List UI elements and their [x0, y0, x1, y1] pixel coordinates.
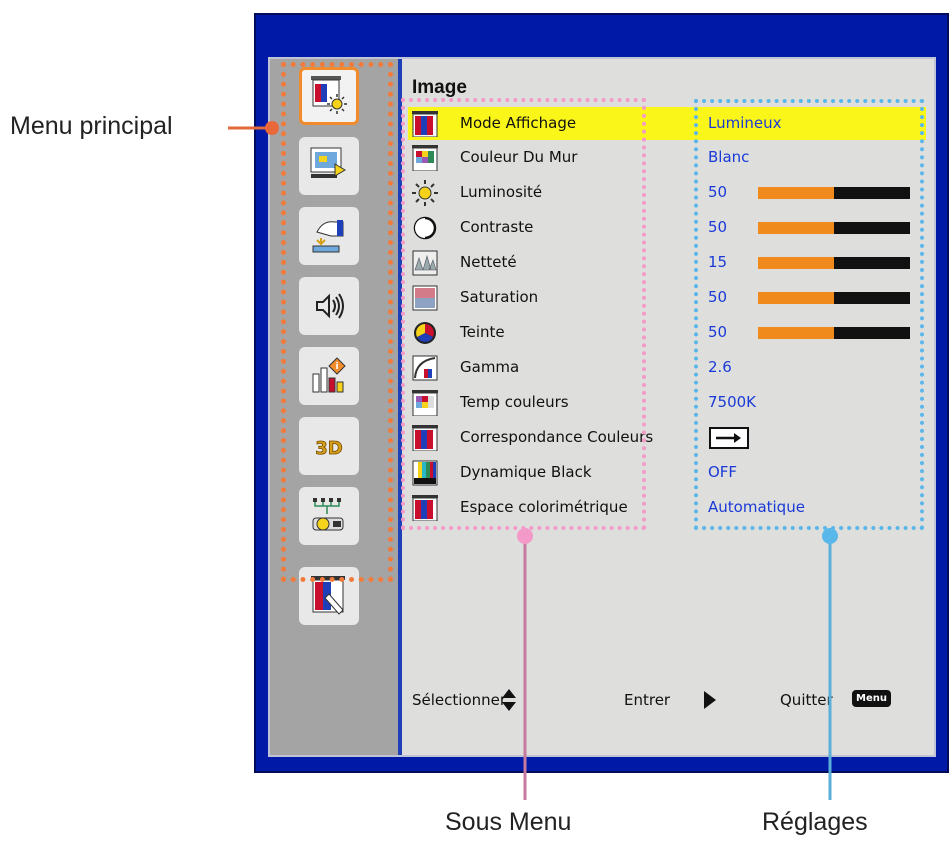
osd-footer: Sélectionner Entrer Quitter Menu	[412, 689, 934, 715]
slider-fill	[758, 222, 834, 234]
callout-main-menu: Menu principal	[10, 112, 173, 140]
updown-arrow-icon	[502, 689, 516, 711]
footer-select-label: Sélectionner	[412, 691, 507, 709]
row-value: 50	[708, 323, 728, 341]
sidebar-divider	[398, 59, 402, 755]
row-label: Contraste	[460, 218, 534, 236]
row-value: Automatique	[708, 498, 805, 516]
slider-fill	[758, 327, 834, 339]
menu-row-nettete[interactable]: Netteté 15	[408, 246, 926, 279]
main-menu-tab-options[interactable]: i	[299, 347, 359, 405]
menu-row-gamma[interactable]: Gamma 2.6	[408, 351, 926, 384]
setup-icon	[312, 220, 344, 253]
menu-row-couleur-du-mur[interactable]: Couleur Du Mur Blanc	[408, 141, 926, 174]
callout-settings: Réglages	[762, 808, 868, 836]
row-value: 50	[708, 183, 728, 201]
nettete-slider[interactable]	[758, 257, 910, 269]
footer-quit-label: Quitter	[780, 691, 833, 709]
luminosite-slider[interactable]	[758, 187, 910, 199]
row-label: Luminosité	[460, 183, 543, 201]
3d-icon: 3D	[315, 438, 343, 460]
volume-icon	[316, 293, 344, 319]
slider-fill	[758, 292, 834, 304]
contrast-icon	[413, 216, 437, 240]
main-menu-tab-3d[interactable]: 3D	[299, 417, 359, 475]
row-label: Dynamique Black	[460, 463, 592, 481]
row-label: Espace colorimétrique	[460, 498, 628, 516]
main-menu-sidebar: i 3D	[270, 59, 398, 755]
osd-panel: i 3D	[268, 57, 936, 757]
menu-row-dynamique-black[interactable]: Dynamique Black OFF	[408, 456, 926, 489]
row-label: Correspondance Couleurs	[460, 428, 654, 446]
display-icon	[310, 147, 346, 178]
row-value: 7500K	[708, 393, 757, 411]
row-value: OFF	[708, 463, 738, 481]
menu-row-luminosite[interactable]: Luminosité 50	[408, 176, 926, 209]
tint-icon	[414, 322, 436, 344]
main-menu-tab-image[interactable]	[299, 67, 359, 125]
callout-sub-menu: Sous Menu	[445, 808, 572, 836]
row-label: Netteté	[460, 253, 517, 271]
menu-row-temp-couleurs[interactable]: Temp couleurs 7500K	[408, 386, 926, 419]
teinte-slider[interactable]	[758, 327, 910, 339]
slider-fill	[758, 187, 834, 199]
row-value: 50	[708, 288, 728, 306]
network-icon	[312, 498, 344, 531]
svg-text:3D: 3D	[315, 438, 342, 459]
row-value: Lumineux	[708, 114, 782, 132]
sub-menu-highlight	[401, 98, 646, 530]
menu-row-contraste[interactable]: Contraste 50	[408, 211, 926, 244]
row-label: Temp couleurs	[460, 393, 569, 411]
row-label: Saturation	[460, 288, 539, 306]
wall-color-icon	[412, 145, 438, 171]
main-menu-tab-setup[interactable]	[299, 207, 359, 265]
menu-row-saturation[interactable]: Saturation 50	[408, 281, 926, 314]
contraste-slider[interactable]	[758, 222, 910, 234]
row-value: 50	[708, 218, 728, 236]
footer-enter-label: Entrer	[624, 691, 671, 709]
main-menu-tab-volume[interactable]	[299, 277, 359, 335]
sub-menu-content: Image Mode Affichage Lumineux Couleur Du…	[402, 59, 934, 755]
row-value: 2.6	[708, 358, 732, 376]
saturation-slider[interactable]	[758, 292, 910, 304]
enter-arrow-icon[interactable]	[709, 427, 749, 449]
settings-highlight	[694, 99, 924, 530]
main-menu-tab-display[interactable]	[299, 137, 359, 195]
color-bars-icon	[412, 111, 438, 137]
row-label: Couleur Du Mur	[460, 148, 578, 166]
saturation-icon	[412, 285, 438, 311]
row-label: Gamma	[460, 358, 520, 376]
color-temp-icon	[412, 390, 438, 416]
gamma-icon	[412, 355, 438, 381]
sharpness-icon	[412, 250, 438, 276]
svg-text:i: i	[335, 362, 338, 372]
sun-icon	[412, 180, 438, 206]
row-label: Mode Affichage	[460, 114, 577, 132]
row-label: Teinte	[460, 323, 505, 341]
main-menu-highlight	[281, 62, 393, 582]
right-arrow-icon	[704, 691, 716, 709]
row-value: 15	[708, 253, 728, 271]
image-icon	[311, 76, 347, 114]
menu-row-mode-affichage[interactable]: Mode Affichage Lumineux	[408, 107, 926, 140]
color-match-icon	[412, 425, 438, 451]
color-space-icon	[412, 495, 438, 521]
menu-key-icon: Menu	[852, 690, 891, 707]
main-menu-tab-network[interactable]	[299, 487, 359, 545]
slider-fill	[758, 257, 834, 269]
page-title: Image	[412, 77, 467, 98]
options-icon: i	[312, 357, 346, 393]
menu-row-teinte[interactable]: Teinte 50	[408, 316, 926, 349]
dynamic-black-icon	[412, 460, 438, 486]
menu-row-espace-colorimetrique[interactable]: Espace colorimétrique Automatique	[408, 491, 926, 524]
osd-window: i 3D	[254, 13, 949, 773]
menu-row-correspondance-couleurs[interactable]: Correspondance Couleurs	[408, 421, 926, 454]
row-value: Blanc	[708, 148, 750, 166]
